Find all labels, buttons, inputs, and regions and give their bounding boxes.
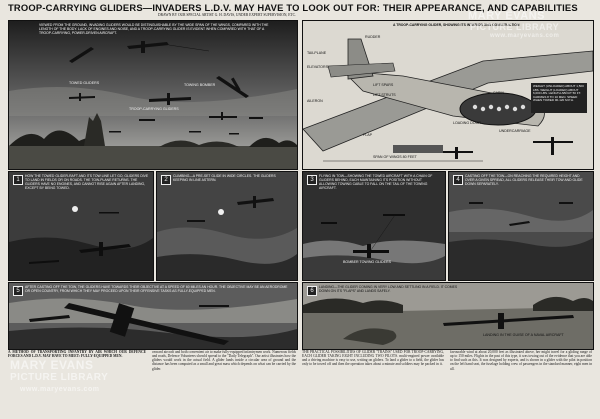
- label-flap: FLAP: [363, 133, 372, 137]
- label-elevators: ELEVATORS: [307, 65, 328, 69]
- label-lift-spars: LIFT SPARS: [373, 83, 394, 87]
- label-cabin: CABIN: [493, 91, 504, 95]
- headline: TROOP-CARRYING GLIDERS—INVADERS L.D.V. M…: [8, 2, 578, 13]
- label-troop-gliders: TROOP-CARRYING GLIDERS: [129, 107, 179, 111]
- panel-caption: LANDING—THE GLIDER COMING IN VERY LOW AN…: [319, 285, 458, 293]
- panel-gliders-over-countryside: VIEWED FROM THE GROUND, INVADING GLIDERS…: [8, 20, 298, 170]
- panel-caption: CLIMBING—A PRE-SET GLIDE IN WIDE CIRCLES…: [173, 174, 276, 182]
- watermark-bottom-url: www.maryevans.com: [20, 386, 100, 393]
- label-landing-guise: LANDING IN THE GUISE OF A NAVAL AIRCRAFT: [483, 333, 564, 337]
- gliders-sky-illustration: [9, 21, 297, 169]
- label-loading-door: LOADING DOOR: [453, 121, 481, 125]
- label-rudder: RUDDER: [365, 35, 381, 39]
- landing-illustration: [303, 283, 593, 349]
- panel-caption: A TROOP-CARRYING GLIDER, SHOWING ITS INT…: [393, 23, 520, 27]
- label-span: SPAN OF WINGS 80 FEET: [373, 155, 417, 159]
- panel-number: 2: [161, 175, 171, 185]
- article-column-4: favourable wind at about 20,000 feet as …: [450, 350, 592, 371]
- panel-number: 1: [13, 175, 23, 185]
- watermark-bottom: MARY EVANS: [10, 358, 94, 372]
- panel-caption: VIEWED FROM THE GROUND, INVADING GLIDERS…: [39, 23, 269, 35]
- glider-cutaway-illustration: [303, 21, 593, 169]
- panel-caption: AFTER CASTING OFF THE TOW, THE GLIDERS H…: [25, 285, 288, 293]
- panel-number: 4: [453, 175, 463, 185]
- panel-caption: FLYING IN TOW—SHOWING THE TOWED AIRCRAFT…: [319, 174, 433, 190]
- watermark-top: MARY EVANS: [468, 10, 545, 22]
- panel-number: 5: [13, 286, 23, 296]
- article-column-3: THE PRACTICAL POSSIBILITIES OF GLIDER "T…: [302, 350, 444, 367]
- page-header: TROOP-CARRYING GLIDERS—INVADERS L.D.V. M…: [8, 2, 592, 20]
- flying-in-tow-illustration: [303, 172, 445, 280]
- panel-1-release: 1 HOW THE TOWED GLIDER-RAFT AND ITS TOW …: [8, 171, 154, 281]
- panel-3-flying-in-tow: 3 FLYING IN TOW—SHOWING THE TOWED AIRCRA…: [302, 171, 446, 281]
- watermark-top-sub: PICTURE LIBRARY: [470, 22, 560, 32]
- panel-number: 6: [307, 286, 317, 296]
- panel-2-climbing: 2 CLIMBING—A PRE-SET GLIDE IN WIDE CIRCL…: [156, 171, 298, 281]
- panel-caption: CASTING OFF THE TOW—ON REACHING THE REQU…: [465, 174, 583, 186]
- panel-5-approach: 5 AFTER CASTING OFF THE TOW, THE GLIDERS…: [8, 282, 298, 350]
- label-towed-gliders: TOWED GLIDERS: [69, 81, 100, 85]
- label-towing-bomber: TOWING BOMBER: [184, 83, 216, 87]
- climbing-illustration: [157, 172, 297, 280]
- panel-glider-cutaway: A TROOP-CARRYING GLIDER, SHOWING ITS INT…: [302, 20, 594, 170]
- panel-6-landing: 6 LANDING—THE GLIDER COMING IN VERY LOW …: [302, 282, 594, 350]
- panel-caption: HOW THE TOWED GLIDER-RAFT AND ITS TOW LI…: [25, 174, 149, 190]
- article-column-1: A METHOD OF TRANSPORTING INFANTRY BY AIR…: [8, 350, 146, 359]
- artist-credit: DRAWN BY OUR SPECIAL ARTIST G. H. DAVIS,…: [158, 13, 296, 17]
- label-aileron: AILERON: [307, 99, 323, 103]
- label-undercarriage: UNDERCARRIAGE: [499, 129, 531, 133]
- watermark-bottom-sub: PICTURE LIBRARY: [10, 372, 109, 383]
- label-lift-struts: LIFT STRUTS: [373, 93, 396, 97]
- label-bomber-towing: BOMBER TOWING GLIDERS: [343, 260, 391, 264]
- release-illustration: [9, 172, 153, 280]
- panel-4-casting-off: 4 CASTING OFF THE TOW—ON REACHING THE RE…: [448, 171, 594, 281]
- label-tailplane: TAILPLANE: [307, 51, 327, 55]
- article-column-2: onward aircraft and both convenient air …: [152, 350, 296, 371]
- watermark-top-url: www.maryevans.com: [490, 33, 560, 39]
- panel-number: 3: [307, 175, 317, 185]
- specification-note: WEIGHT (UNLOADED) ABOUT 1,500 LBS. WEIGH…: [533, 84, 584, 102]
- approach-illustration: [9, 283, 297, 349]
- casting-off-illustration: [449, 172, 593, 280]
